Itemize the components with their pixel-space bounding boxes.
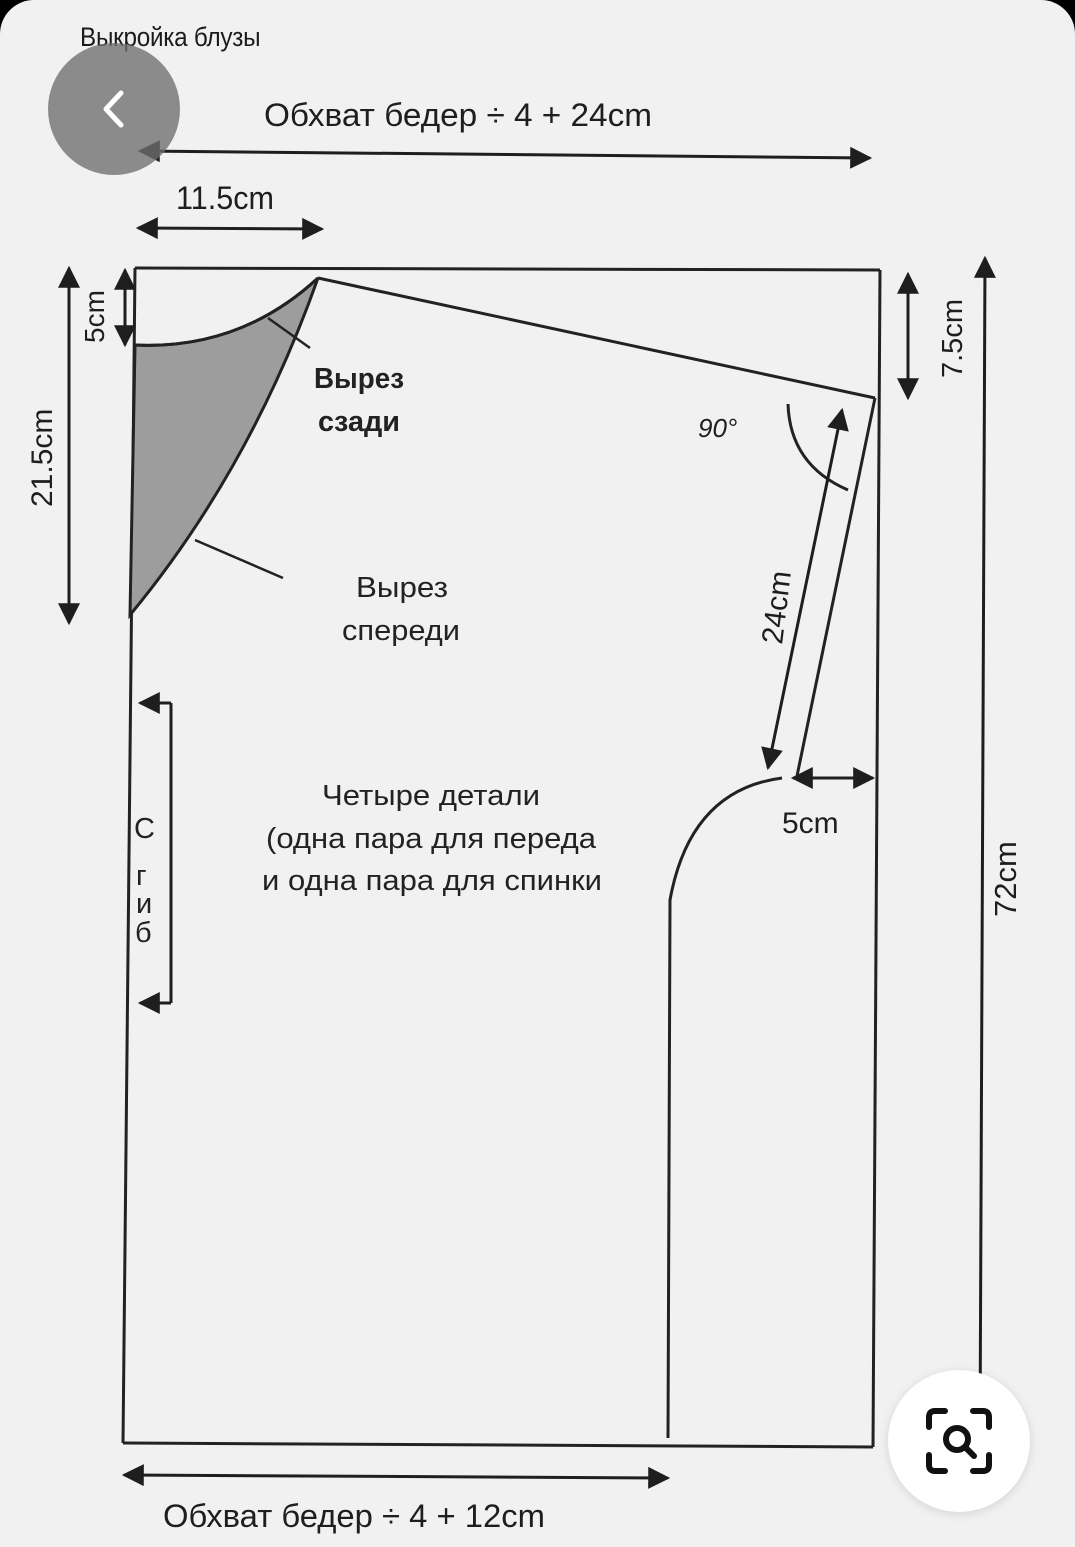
visual-search-button[interactable] <box>888 1370 1030 1512</box>
back-neckline-label-line1: Вырез <box>314 363 404 395</box>
angle-label: 90° <box>698 413 737 443</box>
fold-letter-2: г <box>136 860 147 892</box>
neckline-shaded-area <box>128 276 320 620</box>
back-neckline-label-line2: сзади <box>318 406 400 438</box>
back-neck-depth-label: 5cm <box>79 290 110 343</box>
bottom-width-label: Обхват бедер ÷ 4 + 12cm <box>163 1498 545 1534</box>
fold-letter-4: б <box>135 917 152 949</box>
armhole-width-label: 5cm <box>782 807 839 840</box>
armhole-depth-label: 24cm <box>756 569 798 646</box>
front-neckline-label-line2: спереди <box>342 615 460 647</box>
pieces-note-line3: и одна пара для спинки <box>262 865 602 897</box>
armhole-curve <box>666 776 783 1439</box>
dimension-arrows <box>58 140 996 1489</box>
right-angle-arc <box>786 403 849 492</box>
back-neckline-leader <box>267 316 311 350</box>
top-width-label: Обхват бедер ÷ 4 + 24cm <box>264 97 652 133</box>
front-neck-depth-label: 21.5cm <box>26 409 59 507</box>
shoulder-drop-label: 7.5cm <box>937 299 969 378</box>
chevron-left-icon <box>103 90 124 128</box>
total-length-label: 72cm <box>988 841 1023 917</box>
pieces-note-line1: Четыре детали <box>322 780 540 812</box>
visual-search-icon <box>926 1408 992 1474</box>
back-button[interactable] <box>48 43 180 175</box>
front-neckline-label-line1: Вырез <box>356 572 448 604</box>
back-neckline-curve <box>134 276 320 347</box>
neck-width-label: 11.5cm <box>176 180 274 216</box>
fold-letter-3: и <box>136 888 152 920</box>
front-neckline-leader <box>194 538 284 580</box>
fold-letter-1: С <box>134 813 155 845</box>
pieces-note-line2: (одна пара для переда <box>266 823 597 855</box>
armhole-side-line <box>795 397 877 777</box>
shoulder-line <box>317 276 876 400</box>
fold-bracket <box>137 692 173 1014</box>
